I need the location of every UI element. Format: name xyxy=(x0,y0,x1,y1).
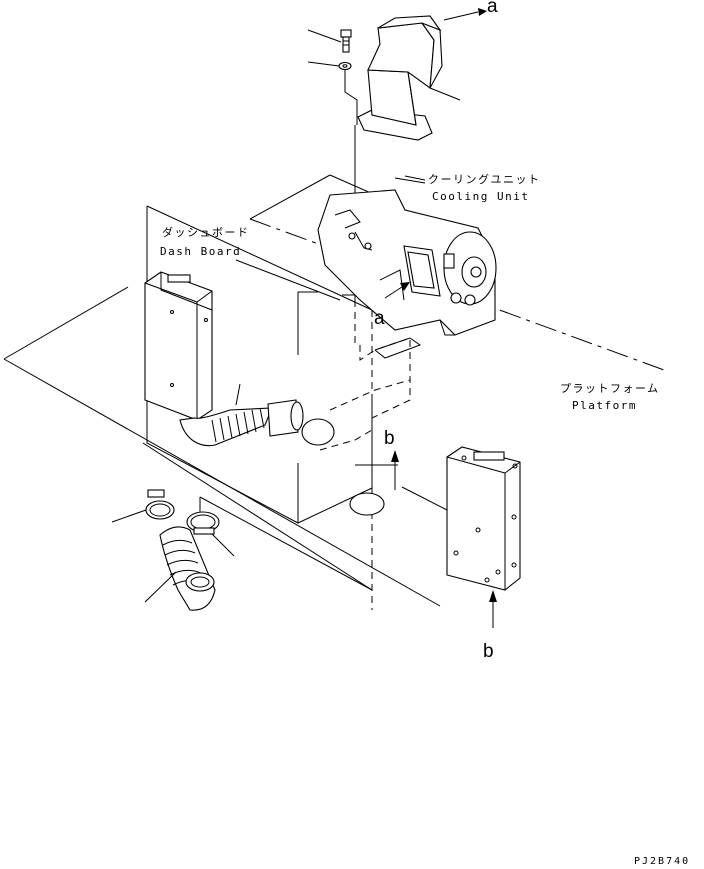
cooling-unit-label-en: Cooling Unit xyxy=(432,190,529,203)
callout-a-mid: a xyxy=(374,308,385,329)
cooling-unit xyxy=(317,177,497,336)
dash-board-label-en: Dash Board xyxy=(160,245,241,258)
hidden-duct xyxy=(319,337,422,488)
loose-hose xyxy=(144,526,216,611)
washer-part xyxy=(307,61,358,125)
dash-hole xyxy=(349,492,385,516)
arrow-b-lower xyxy=(489,590,497,628)
bolt-part xyxy=(307,29,352,53)
arrow-a-top-shaft xyxy=(443,11,479,21)
clamp-1 xyxy=(111,489,175,523)
arrow-b-upper xyxy=(391,450,399,490)
dash-vent-left xyxy=(144,271,213,421)
platform-label-jp: プラットフォーム xyxy=(560,382,660,395)
arrow-a-mid-shaft xyxy=(384,284,406,299)
arrow-a-top-head xyxy=(478,8,487,16)
platform-outline xyxy=(3,218,665,607)
arrow-a-mid-head xyxy=(400,282,410,291)
callout-b-lower: b xyxy=(483,641,494,662)
dash-vent-right xyxy=(401,446,521,591)
dash-board-label-jp: ダッシュボード xyxy=(162,225,250,239)
cooling-unit-leader xyxy=(404,175,426,181)
platform-label-en: Platform xyxy=(572,399,637,412)
drawing-code: PJ2B740 xyxy=(634,856,690,867)
hose-left xyxy=(179,383,335,447)
callout-a-top: a xyxy=(487,0,498,17)
callout-b-upper: b xyxy=(384,428,395,449)
dash-board-leader xyxy=(235,259,341,301)
duct-elbow xyxy=(357,15,461,141)
clamp-2 xyxy=(186,511,235,557)
cooling-unit-label-jp: クーリングユニット xyxy=(428,172,541,186)
